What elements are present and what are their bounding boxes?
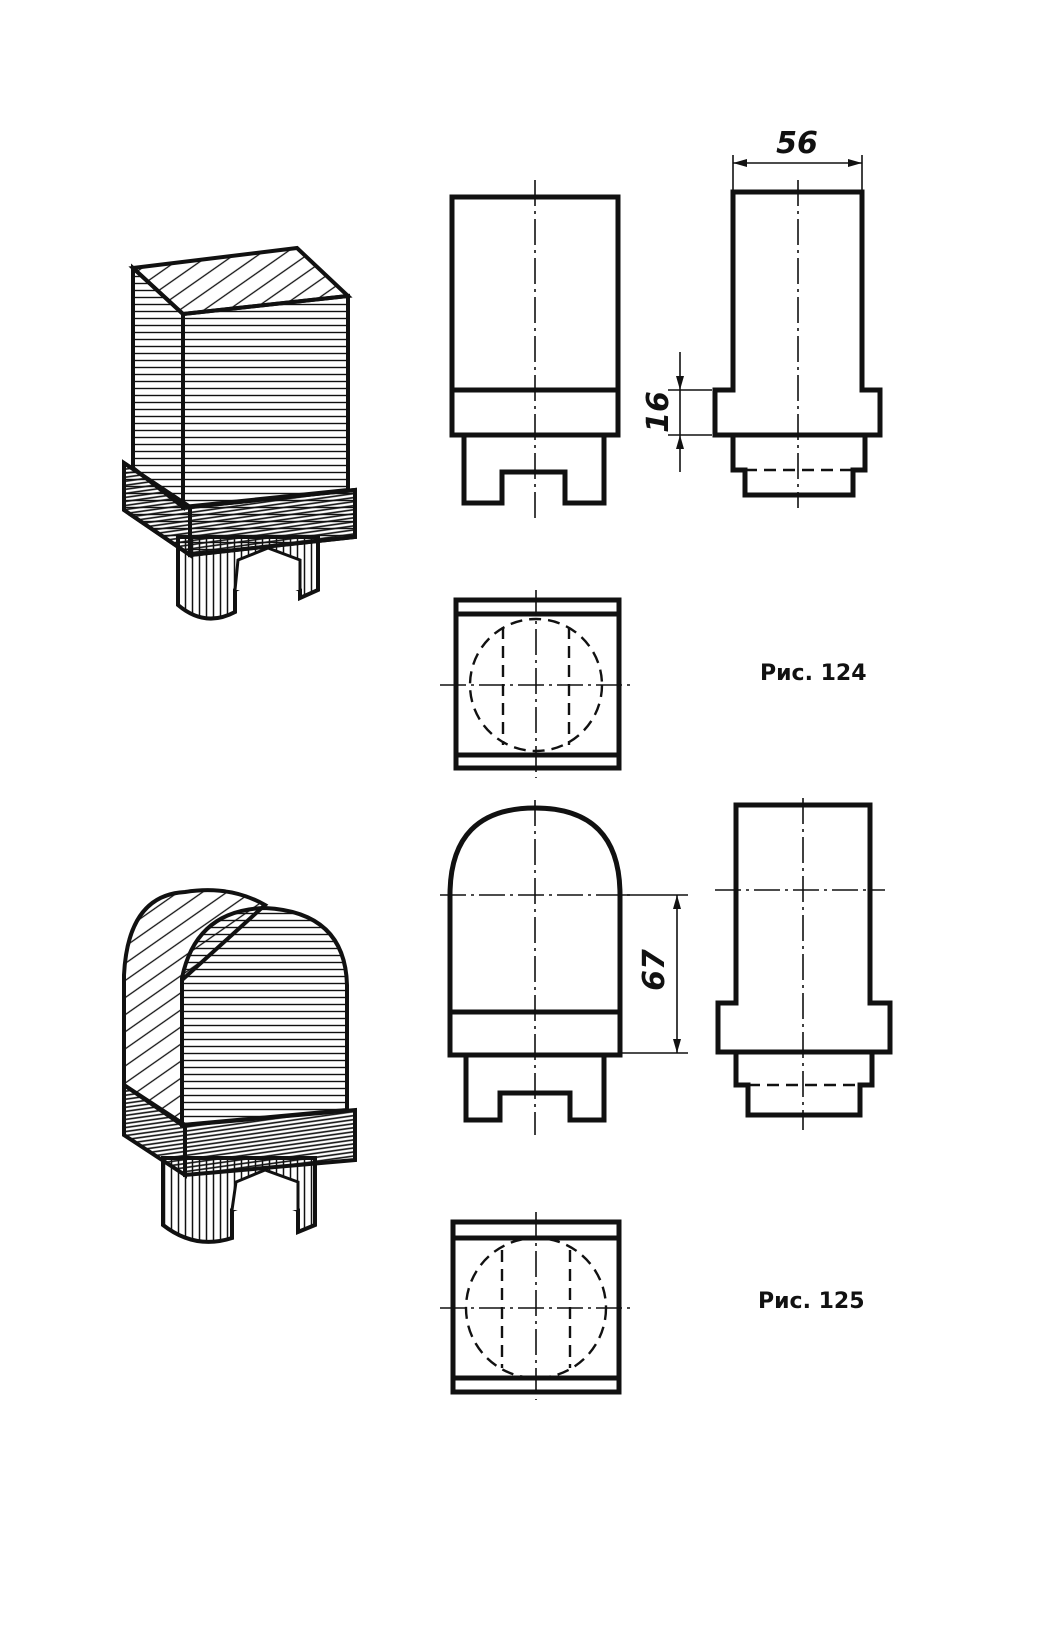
top-view-124 bbox=[440, 590, 632, 778]
caption-fig-125: Рис. 125 bbox=[758, 1289, 865, 1314]
side-view-124 bbox=[715, 180, 880, 508]
side-view-125 bbox=[715, 798, 890, 1130]
caption-fig-124: Рис. 124 bbox=[760, 661, 867, 686]
dimension-label-67: 67 bbox=[637, 949, 672, 991]
dimension-label-56: 56 bbox=[776, 126, 818, 161]
front-view-125 bbox=[440, 800, 630, 1135]
dimension-67: 67 bbox=[622, 895, 688, 1053]
front-view-124 bbox=[452, 180, 618, 518]
dimension-label-16: 16 bbox=[641, 391, 676, 433]
figure-124: 56 16 Рис. 124 bbox=[124, 126, 880, 778]
top-view-125 bbox=[440, 1212, 632, 1400]
isometric-view-125 bbox=[124, 890, 355, 1242]
figure-125: 67 Рис. 125 bbox=[124, 798, 890, 1400]
isometric-view-124 bbox=[124, 248, 355, 619]
dimension-16: 16 bbox=[641, 352, 712, 472]
